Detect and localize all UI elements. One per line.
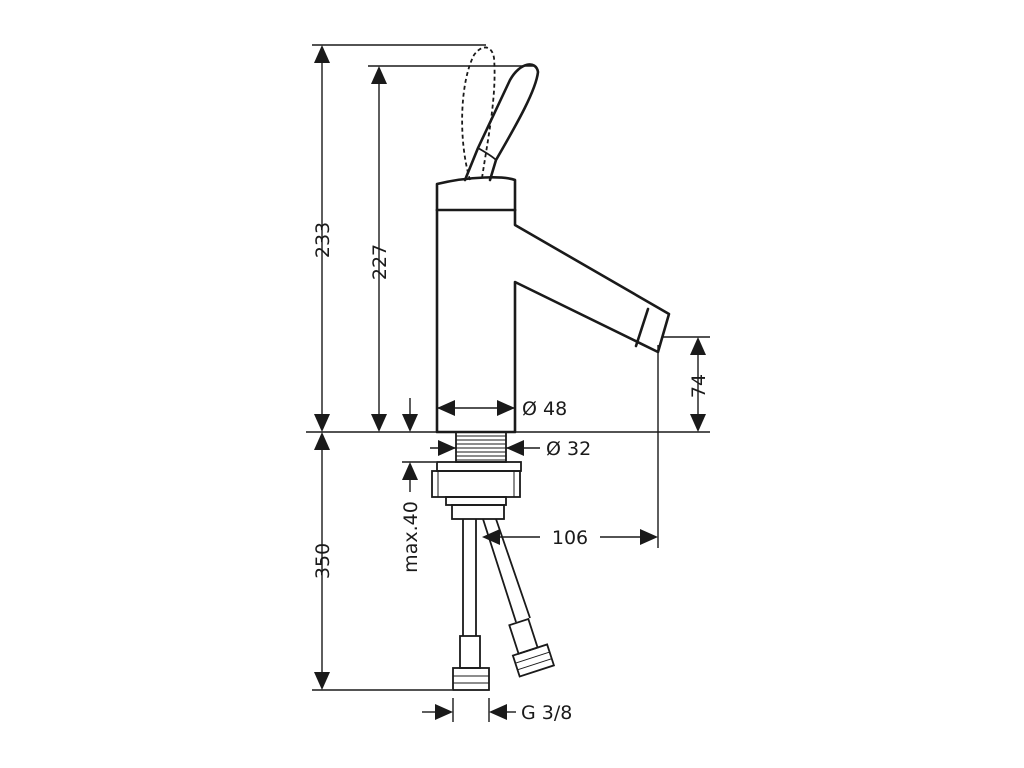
label-diameter-32: Ø 32 [546,438,591,460]
washer-top [436,461,522,472]
label-106: 106 [552,527,588,549]
lever-outline [463,63,540,182]
dimension-lines [306,44,710,722]
label-g38: G 3/8 [521,702,572,724]
washer-bottom [445,496,507,506]
hose-fitting-left [459,635,481,669]
thread-hatching [456,435,506,461]
fixing-nut [431,470,521,498]
aerator-line [634,307,650,348]
hose-fitting-right [508,617,556,678]
lower-shank [451,504,505,520]
label-diameter-48: Ø 48 [522,398,567,420]
hose-straight [462,519,477,636]
lever-open-outline [461,46,496,181]
label-233: 233 [312,222,334,258]
label-227: 227 [369,244,391,280]
label-350: 350 [312,543,334,579]
cap-outline [435,176,517,212]
label-74: 74 [688,374,710,398]
lever-inner-line [477,147,497,161]
dimension-labels: 233 227 74 350 max.40 Ø 48 Ø 32 106 G 3/… [312,222,710,724]
label-max40: max.40 [400,501,422,573]
hose-nut-left [452,667,490,691]
faucet-body [431,46,671,691]
